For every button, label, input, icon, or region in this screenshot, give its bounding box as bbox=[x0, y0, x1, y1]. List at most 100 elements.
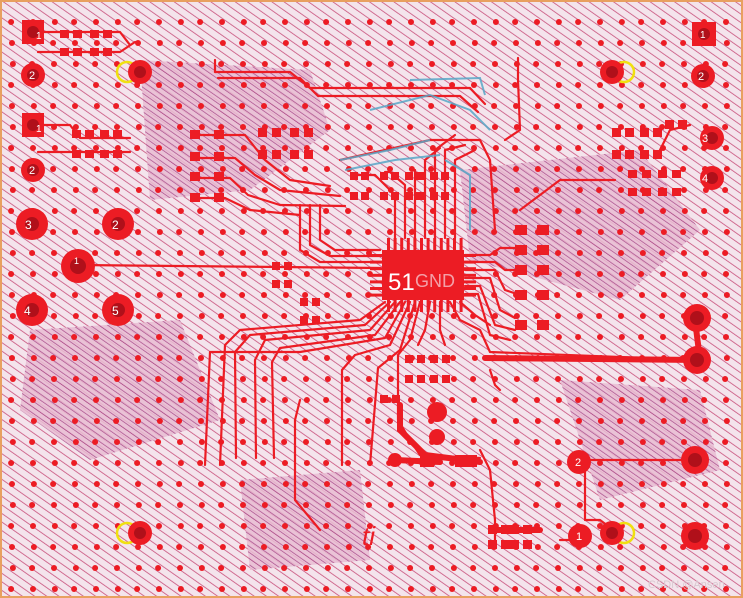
via bbox=[303, 208, 310, 214]
via bbox=[618, 82, 625, 88]
via bbox=[618, 334, 625, 340]
bottom-pin1-label: 1 bbox=[576, 531, 582, 543]
via bbox=[261, 166, 267, 172]
via bbox=[92, 187, 99, 193]
via bbox=[471, 208, 477, 214]
via bbox=[386, 586, 393, 592]
via bbox=[618, 565, 624, 571]
via bbox=[681, 565, 687, 571]
via bbox=[533, 187, 540, 193]
mount-left-label: 1 bbox=[74, 256, 79, 266]
via bbox=[533, 61, 540, 67]
via bbox=[639, 439, 646, 445]
via bbox=[219, 586, 225, 592]
via bbox=[618, 145, 625, 151]
via bbox=[218, 61, 225, 67]
via bbox=[449, 586, 456, 592]
via bbox=[366, 145, 373, 151]
connector-right[interactable]: 1 2 3 4 bbox=[681, 22, 724, 550]
via bbox=[303, 565, 309, 571]
via bbox=[177, 376, 183, 382]
via bbox=[219, 103, 226, 109]
via bbox=[323, 82, 330, 88]
via bbox=[260, 397, 267, 403]
via bbox=[72, 166, 78, 172]
via bbox=[512, 460, 519, 466]
via bbox=[324, 544, 330, 550]
via bbox=[198, 61, 205, 67]
via bbox=[617, 103, 624, 109]
via bbox=[92, 124, 99, 130]
via bbox=[408, 166, 415, 172]
via bbox=[303, 376, 309, 382]
via bbox=[281, 502, 288, 508]
via bbox=[491, 166, 498, 172]
via bbox=[72, 544, 78, 550]
via bbox=[324, 229, 330, 235]
via bbox=[282, 397, 288, 403]
bottom-test-points[interactable]: 2 1 bbox=[388, 402, 592, 548]
via bbox=[239, 229, 246, 235]
via bbox=[408, 586, 414, 592]
via bbox=[660, 544, 667, 550]
via bbox=[345, 481, 352, 487]
via bbox=[114, 439, 120, 445]
via bbox=[366, 523, 373, 529]
connector-j1[interactable]: 1 2 bbox=[21, 20, 45, 87]
via bbox=[92, 439, 99, 445]
via bbox=[639, 418, 645, 424]
via bbox=[155, 250, 162, 256]
via bbox=[576, 481, 582, 487]
connector-j2[interactable]: 1 2 bbox=[21, 113, 45, 182]
via bbox=[176, 40, 183, 46]
mcu-footprint[interactable]: 51 GND bbox=[370, 238, 476, 312]
via bbox=[134, 334, 141, 340]
via bbox=[618, 502, 624, 508]
via bbox=[72, 187, 79, 193]
via bbox=[660, 586, 666, 592]
via bbox=[239, 292, 246, 298]
via bbox=[177, 565, 183, 571]
via bbox=[387, 544, 393, 550]
via bbox=[303, 586, 310, 592]
via bbox=[681, 145, 688, 151]
via bbox=[450, 544, 456, 550]
via bbox=[575, 208, 582, 214]
via bbox=[660, 418, 667, 424]
via bbox=[135, 250, 142, 256]
power-pads-left[interactable]: 3 2 4 5 1 bbox=[16, 208, 134, 326]
via bbox=[303, 397, 310, 403]
via bbox=[9, 418, 15, 424]
via bbox=[450, 313, 457, 319]
via bbox=[113, 418, 120, 424]
via bbox=[176, 544, 183, 550]
via bbox=[722, 61, 729, 67]
via bbox=[176, 229, 183, 235]
via bbox=[660, 103, 667, 109]
via bbox=[9, 376, 16, 382]
via bbox=[114, 334, 121, 340]
via bbox=[72, 502, 79, 508]
via bbox=[597, 103, 604, 109]
via bbox=[366, 61, 372, 67]
via bbox=[113, 40, 120, 46]
via bbox=[387, 40, 393, 46]
via bbox=[261, 376, 268, 382]
mcu-label: 51 bbox=[388, 269, 415, 296]
via bbox=[386, 19, 393, 25]
via bbox=[9, 40, 15, 46]
via bbox=[134, 397, 141, 403]
via bbox=[471, 229, 478, 235]
via bbox=[51, 460, 58, 466]
via bbox=[555, 502, 561, 508]
via bbox=[113, 544, 120, 550]
via bbox=[282, 166, 289, 172]
via bbox=[492, 439, 498, 445]
via bbox=[617, 40, 624, 46]
via bbox=[261, 292, 267, 298]
via bbox=[51, 271, 58, 277]
via bbox=[324, 40, 330, 46]
via bbox=[197, 460, 204, 466]
via bbox=[177, 397, 184, 403]
